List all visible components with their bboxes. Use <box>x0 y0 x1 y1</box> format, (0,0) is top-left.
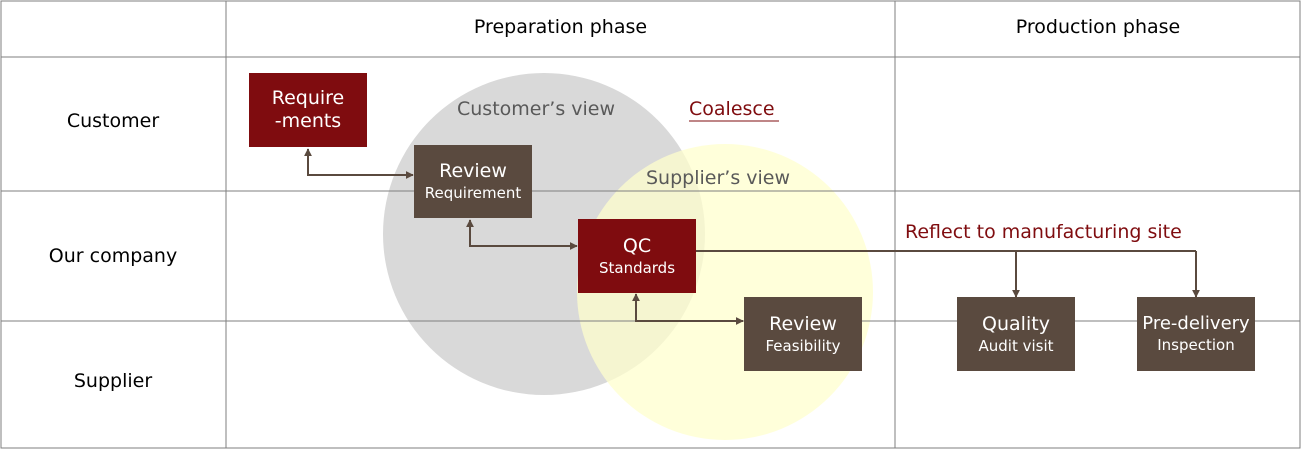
customer-view-label: Customer’s view <box>457 98 616 120</box>
pre-delivery-subtitle: Inspection <box>1157 336 1235 355</box>
coalesce-label: Coalesce <box>689 98 775 120</box>
review-feasibility-subtitle: Feasibility <box>765 336 841 355</box>
requirements-box: Require -ments <box>249 73 367 147</box>
requirements-label: Require -ments <box>271 87 345 132</box>
connector-review-qc <box>466 219 578 250</box>
pre-delivery-box: Pre-delivery Inspection <box>1137 297 1255 371</box>
pre-delivery-title: Pre-delivery <box>1142 313 1250 335</box>
connector-qc-feasibility <box>632 293 744 325</box>
connector-requirements-review <box>304 148 414 179</box>
qc-standards-subtitle: Standards <box>598 258 676 277</box>
review-requirement-subtitle: Requirement <box>424 184 522 203</box>
supplier-lane-label: Supplier <box>73 370 153 392</box>
our-company-lane-label: Our company <box>48 245 178 267</box>
preparation-phase-header: Preparation phase <box>473 16 648 38</box>
quality-audit-title: Quality <box>982 312 1050 335</box>
review-requirement-title: Review <box>439 160 507 183</box>
supplier-view-label: Supplier’s view <box>646 167 791 189</box>
quality-audit-box: Quality Audit visit <box>957 297 1075 371</box>
reflect-label: Reflect to manufacturing site <box>905 221 1182 243</box>
quality-audit-subtitle: Audit visit <box>978 336 1054 355</box>
qc-standards-box: QC Standards <box>578 219 696 293</box>
review-requirement-box: Review Requirement <box>414 145 532 218</box>
review-feasibility-title: Review <box>769 312 837 335</box>
qc-standards-title: QC <box>622 234 652 257</box>
production-phase-header: Production phase <box>1015 16 1181 38</box>
review-feasibility-box: Review Feasibility <box>744 297 862 371</box>
customer-lane-label: Customer <box>66 110 160 132</box>
